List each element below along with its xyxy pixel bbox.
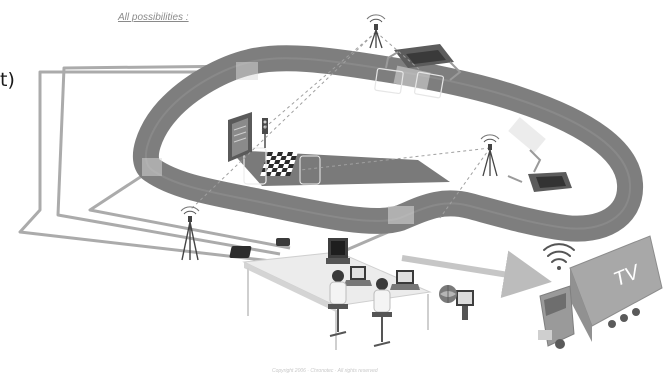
globe-icon (439, 285, 457, 303)
timing-section (508, 117, 546, 153)
antenna-tower-icon (367, 15, 385, 48)
data-feed-arrow (402, 258, 540, 280)
traffic-light-icon (262, 118, 268, 148)
diagram-title: All possibilities : (117, 12, 189, 23)
timing-section (388, 206, 414, 224)
antenna-tower-icon (181, 207, 199, 260)
remote-timing-site-right (508, 150, 572, 192)
antenna-tower-icon (481, 135, 499, 176)
copyright-note: Copyright 2006 · Chronotec · All rights … (272, 368, 378, 374)
timing-section (236, 62, 258, 80)
race-track (142, 58, 630, 228)
workstation-icon (326, 238, 350, 264)
wireless-signal-icon (544, 244, 574, 270)
workstation-icon (456, 290, 474, 320)
track-asphalt (146, 58, 630, 228)
timing-section (142, 158, 162, 176)
tv-truck-icon: TV (538, 236, 662, 349)
left-text-fragment: t) (0, 69, 15, 91)
